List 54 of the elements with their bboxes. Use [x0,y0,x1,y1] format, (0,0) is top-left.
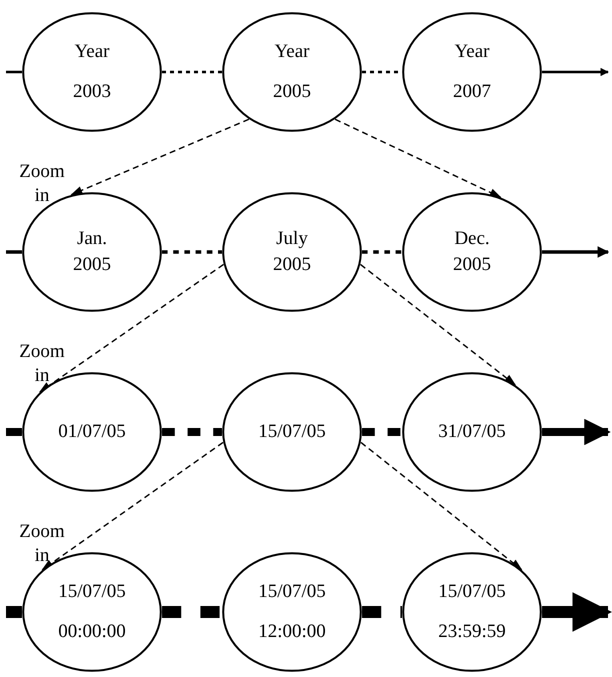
zoom-arrow [334,118,502,198]
checkered-connector [362,250,402,254]
time-ellipse [22,12,162,132]
time-label: 31/07/05 [438,421,506,443]
checkered-connector [162,250,222,254]
time-ellipse [222,12,362,132]
zoom-arrow [42,442,224,570]
time-label: 2005 [73,254,111,276]
time-label: 15/07/05 [438,581,506,603]
zoom-in-note: Zoom in [18,160,66,208]
time-label: Year [274,41,310,63]
zoom-arrow [360,264,516,386]
zoom-arrow [360,442,522,570]
time-label: 2007 [453,81,491,103]
checkered-connector [362,606,402,618]
time-label: 2003 [73,81,111,103]
zoom-in-note: Zoom in [18,520,66,568]
timeline-stub [6,70,22,74]
time-label: Year [74,41,110,63]
zoom-in-note: Zoom in [18,340,66,388]
timeline-stub [6,428,22,436]
time-label: Year [454,41,490,63]
time-label: 00:00:00 [58,621,126,643]
time-label: 15/07/05 [58,581,126,603]
time-label: Jan. [76,228,108,250]
checkered-connector [362,428,402,436]
time-ellipse [222,552,362,672]
zoom-arrow [70,118,250,196]
timeline-arrow [542,68,609,76]
time-label: Dec. [454,228,490,250]
time-ellipse [222,192,362,312]
time-ellipse [402,192,542,312]
checkered-connector [162,428,222,436]
timeline-arrow [542,246,610,258]
timeline-arrow [542,592,612,632]
checkered-connector [162,70,222,74]
time-label: 23:59:59 [438,621,506,643]
checkered-connector [162,606,222,618]
time-label: July [276,228,308,250]
timeline-stub [6,250,22,254]
time-label: 12:00:00 [258,621,326,643]
time-ellipse [402,552,542,672]
time-label: 15/07/05 [258,421,326,443]
time-label: 15/07/05 [258,581,326,603]
timeline-arrow [542,418,611,446]
time-label: 01/07/05 [58,421,126,443]
time-ellipse [402,372,542,492]
time-label: 2005 [453,254,491,276]
time-ellipse [222,372,362,492]
timeline-stub [6,606,22,618]
zoom-arrow [39,264,224,393]
time-ellipse [402,12,542,132]
time-label: 2005 [273,81,311,103]
time-label: 2005 [273,254,311,276]
